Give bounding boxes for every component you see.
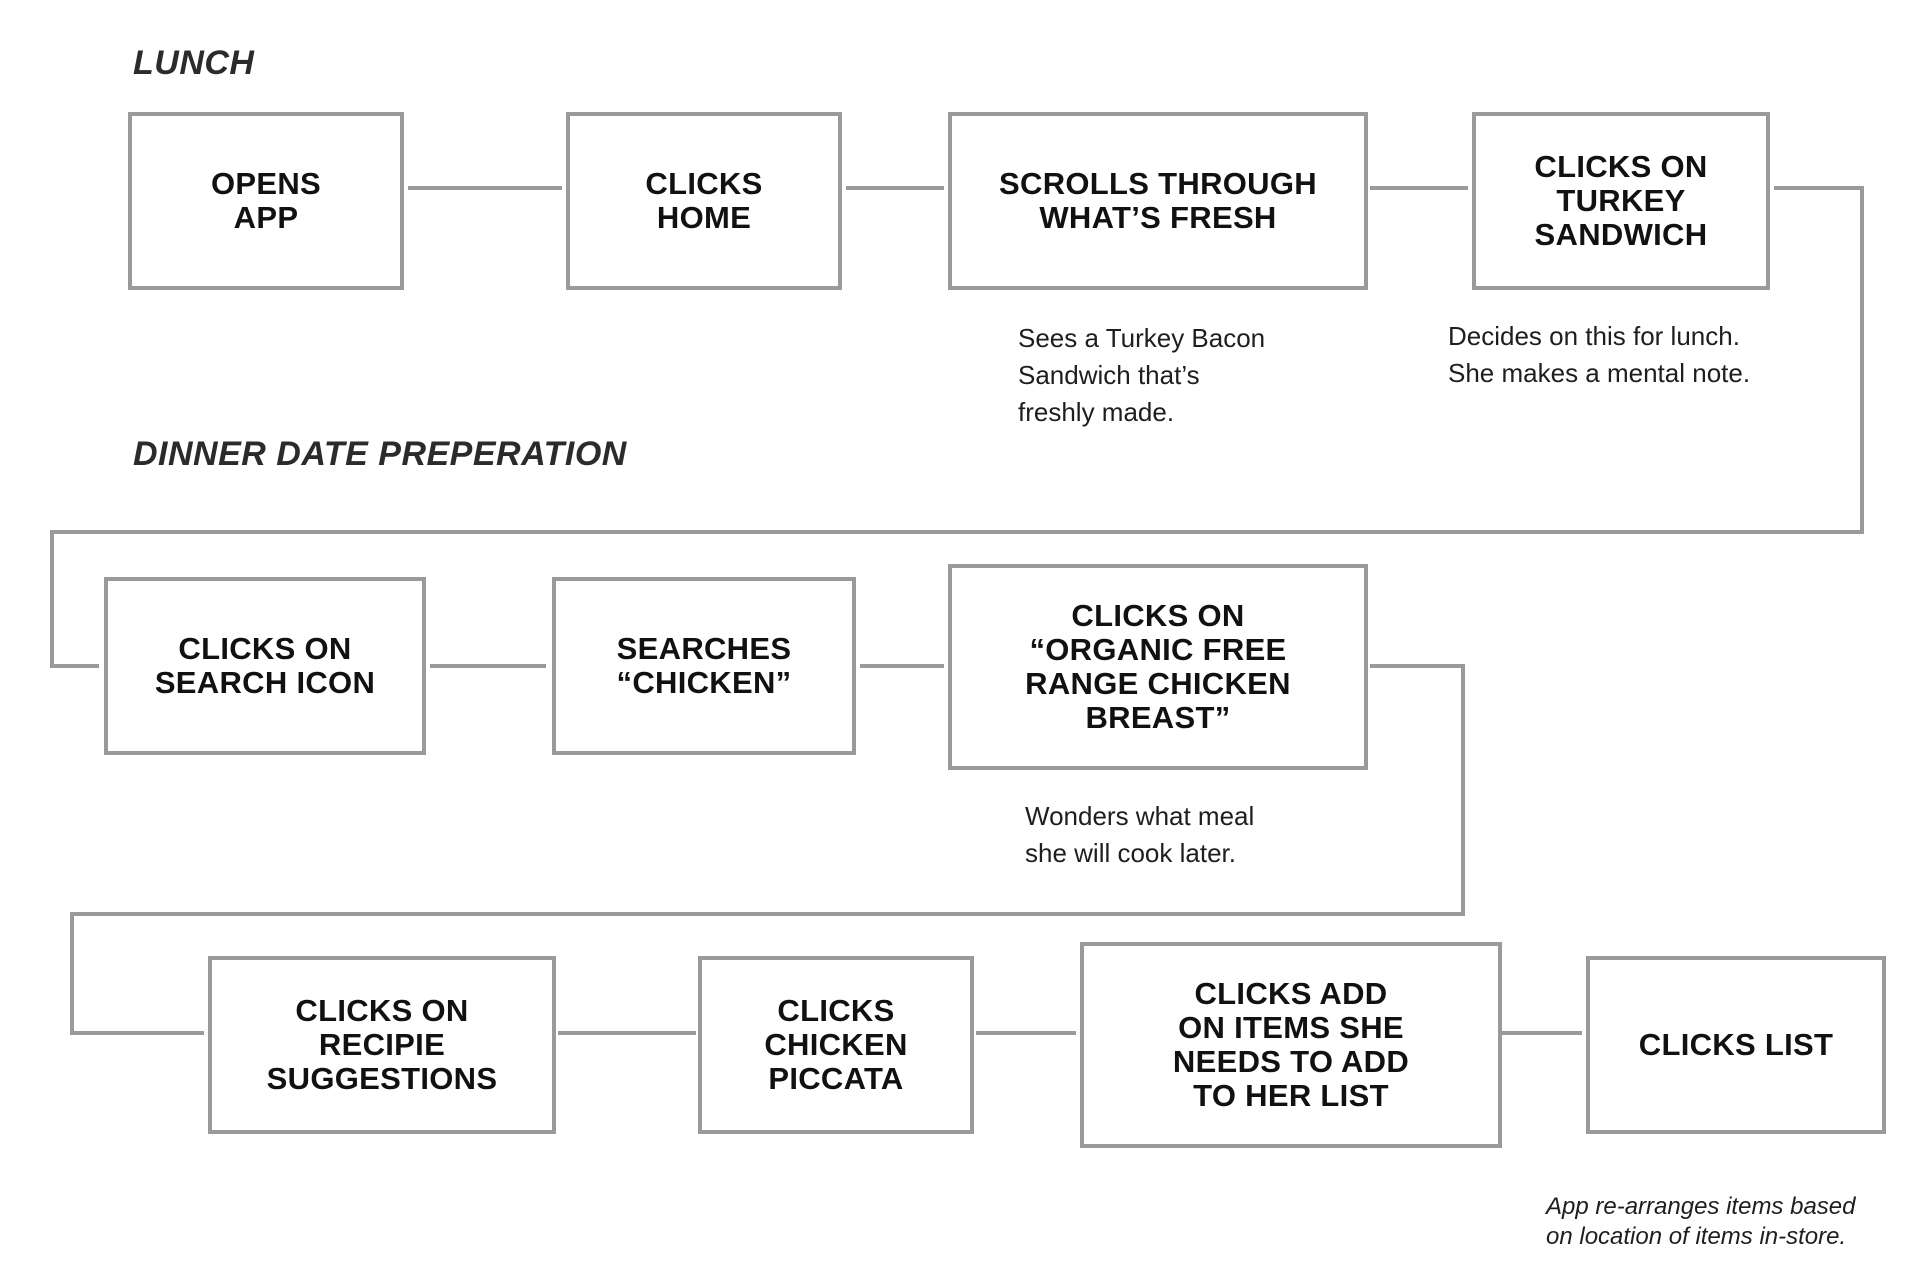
step-box-opens-app: OPENS APP	[128, 112, 404, 290]
note-decides-lunch: Decides on this for lunch. She makes a m…	[1448, 321, 1751, 388]
note-wonders-meal: Wonders what meal she will cook later.	[1025, 801, 1255, 868]
step-label: CLICKS ADD ON ITEMS SHE NEEDS TO ADD TO …	[1172, 976, 1410, 1113]
step-label: CLICKS HOME	[645, 166, 763, 235]
section-title-lunch: LUNCH	[133, 44, 255, 82]
step-box-clicks-home: CLICKS HOME	[566, 112, 842, 290]
section-title-dinner: DINNER DATE PREPERATION	[133, 435, 627, 473]
step-label: CLICKS ON SEARCH ICON	[154, 631, 376, 700]
step-label: SCROLLS THROUGH WHAT’S FRESH	[999, 166, 1317, 235]
step-box-clicks-add-items: CLICKS ADD ON ITEMS SHE NEEDS TO ADD TO …	[1080, 942, 1502, 1148]
step-label: CLICKS CHICKEN PICCATA	[764, 993, 908, 1096]
footnote-app-rearranges: App re-arranges items based on location …	[1546, 1193, 1856, 1250]
note-turkey-bacon-sandwich: Sees a Turkey Bacon Sandwich that’s fres…	[1018, 323, 1266, 427]
step-box-clicks-list: CLICKS LIST	[1586, 956, 1886, 1134]
step-box-clicks-search-icon: CLICKS ON SEARCH ICON	[104, 577, 426, 755]
step-box-clicks-organic-chicken: CLICKS ON “ORGANIC FREE RANGE CHICKEN BR…	[948, 564, 1368, 770]
step-label: CLICKS ON RECIPIE SUGGESTIONS	[266, 993, 498, 1096]
step-box-clicks-turkey-sandwich: CLICKS ON TURKEY SANDWICH	[1472, 112, 1770, 290]
step-box-scrolls-whats-fresh: SCROLLS THROUGH WHAT’S FRESH	[948, 112, 1368, 290]
step-label: OPENS APP	[210, 166, 322, 235]
connector-line	[70, 664, 1465, 1035]
connector-line	[50, 186, 1864, 668]
step-box-searches-chicken: SEARCHES “CHICKEN”	[552, 577, 856, 755]
step-label: SEARCHES “CHICKEN”	[616, 631, 792, 700]
step-label: CLICKS ON “ORGANIC FREE RANGE CHICKEN BR…	[1025, 598, 1291, 735]
step-box-clicks-recipe-suggestions: CLICKS ON RECIPIE SUGGESTIONS	[208, 956, 556, 1134]
step-label: CLICKS LIST	[1638, 1027, 1834, 1062]
step-box-clicks-chicken-piccata: CLICKS CHICKEN PICCATA	[698, 956, 974, 1134]
step-label: CLICKS ON TURKEY SANDWICH	[1534, 149, 1708, 252]
